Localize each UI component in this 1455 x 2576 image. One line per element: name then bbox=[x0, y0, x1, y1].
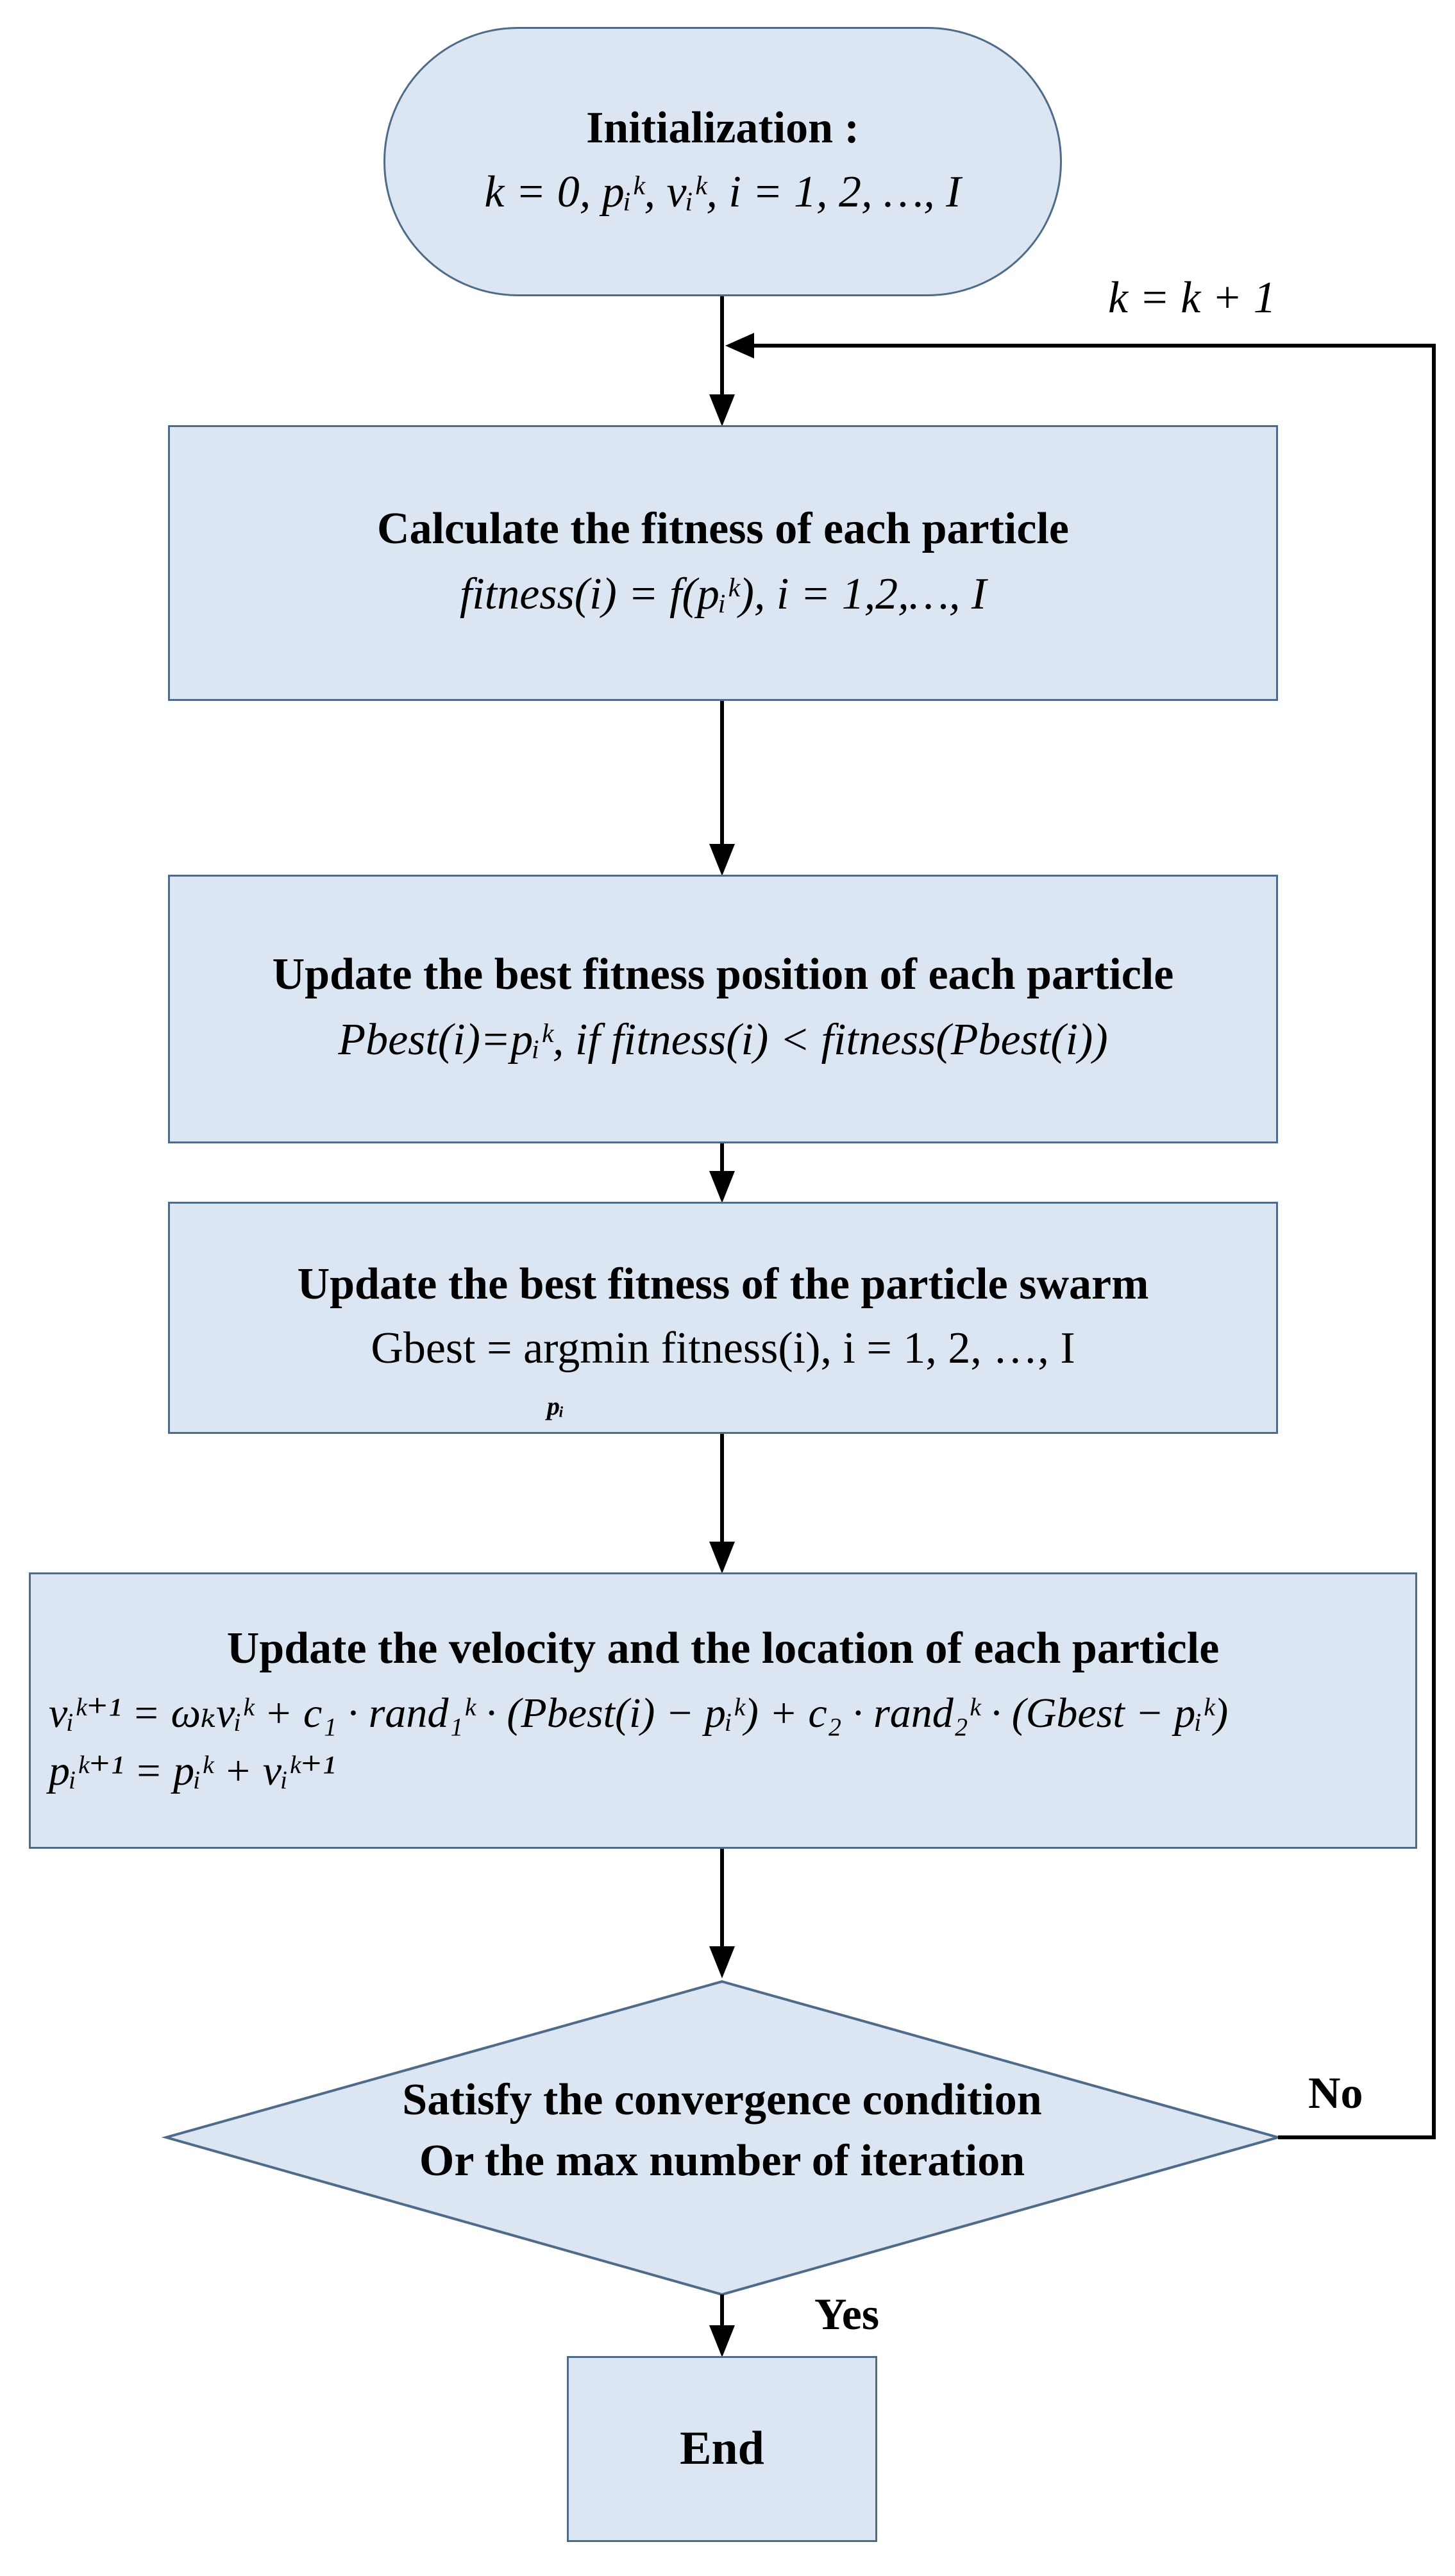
gbest-title: Update the best fitness of the particle … bbox=[297, 1259, 1149, 1309]
gbest-node: Update the best fitness of the particle … bbox=[168, 1202, 1278, 1434]
decision-line-2: Or the max number of iteration bbox=[419, 2136, 1025, 2185]
arrowhead-4 bbox=[709, 1542, 735, 1574]
pbest-node: Update the best fitness position of each… bbox=[168, 875, 1278, 1143]
gbest-subscript: pᵢ bbox=[547, 1392, 564, 1420]
fitness-formula: fitness(i) = f(pᵢᵏ), i = 1,2,…, I bbox=[459, 569, 987, 619]
pbest-formula: Pbest(i)=pᵢᵏ, if fitness(i) < fitness(Pb… bbox=[338, 1015, 1108, 1065]
no-label: No bbox=[1308, 2069, 1363, 2118]
loop-back-line bbox=[741, 344, 1436, 2139]
arrowhead-2 bbox=[709, 844, 735, 876]
fitness-node: Calculate the fitness of each particle f… bbox=[168, 425, 1278, 701]
end-title: End bbox=[680, 2422, 764, 2475]
start-node: Initialization : k = 0, pᵢᵏ, vᵢᵏ, i = 1,… bbox=[383, 27, 1062, 296]
arrowhead-5 bbox=[709, 1946, 735, 1978]
arrowhead-3 bbox=[709, 1171, 735, 1203]
end-node: End bbox=[567, 2356, 877, 2542]
yes-label: Yes bbox=[814, 2290, 880, 2339]
update-formula-velocity: vᵢᵏ⁺¹ = ωₖvᵢᵏ + c₁ · rand₁ᵏ · (Pbest(i) … bbox=[49, 1689, 1229, 1737]
start-formula: k = 0, pᵢᵏ, vᵢᵏ, i = 1, 2, …, I bbox=[484, 167, 961, 217]
pbest-title: Update the best fitness position of each… bbox=[272, 950, 1174, 1000]
update-formula-position: pᵢᵏ⁺¹ = pᵢᵏ + vᵢᵏ⁺¹ bbox=[49, 1747, 335, 1794]
arrowhead-loop bbox=[725, 333, 754, 358]
loop-label: k = k + 1 bbox=[1108, 273, 1276, 323]
gbest-formula: Gbest = argmin fitness(i), i = 1, 2, …, … bbox=[371, 1323, 1075, 1373]
start-title: Initialization : bbox=[586, 103, 859, 153]
arrowhead-1 bbox=[709, 394, 735, 426]
decision-line-1: Satisfy the convergence condition bbox=[402, 2075, 1042, 2125]
update-title: Update the velocity and the location of … bbox=[226, 1623, 1220, 1673]
update-node: Update the velocity and the location of … bbox=[29, 1572, 1417, 1849]
arrowhead-6 bbox=[709, 2325, 735, 2357]
fitness-title: Calculate the fitness of each particle bbox=[377, 503, 1069, 553]
